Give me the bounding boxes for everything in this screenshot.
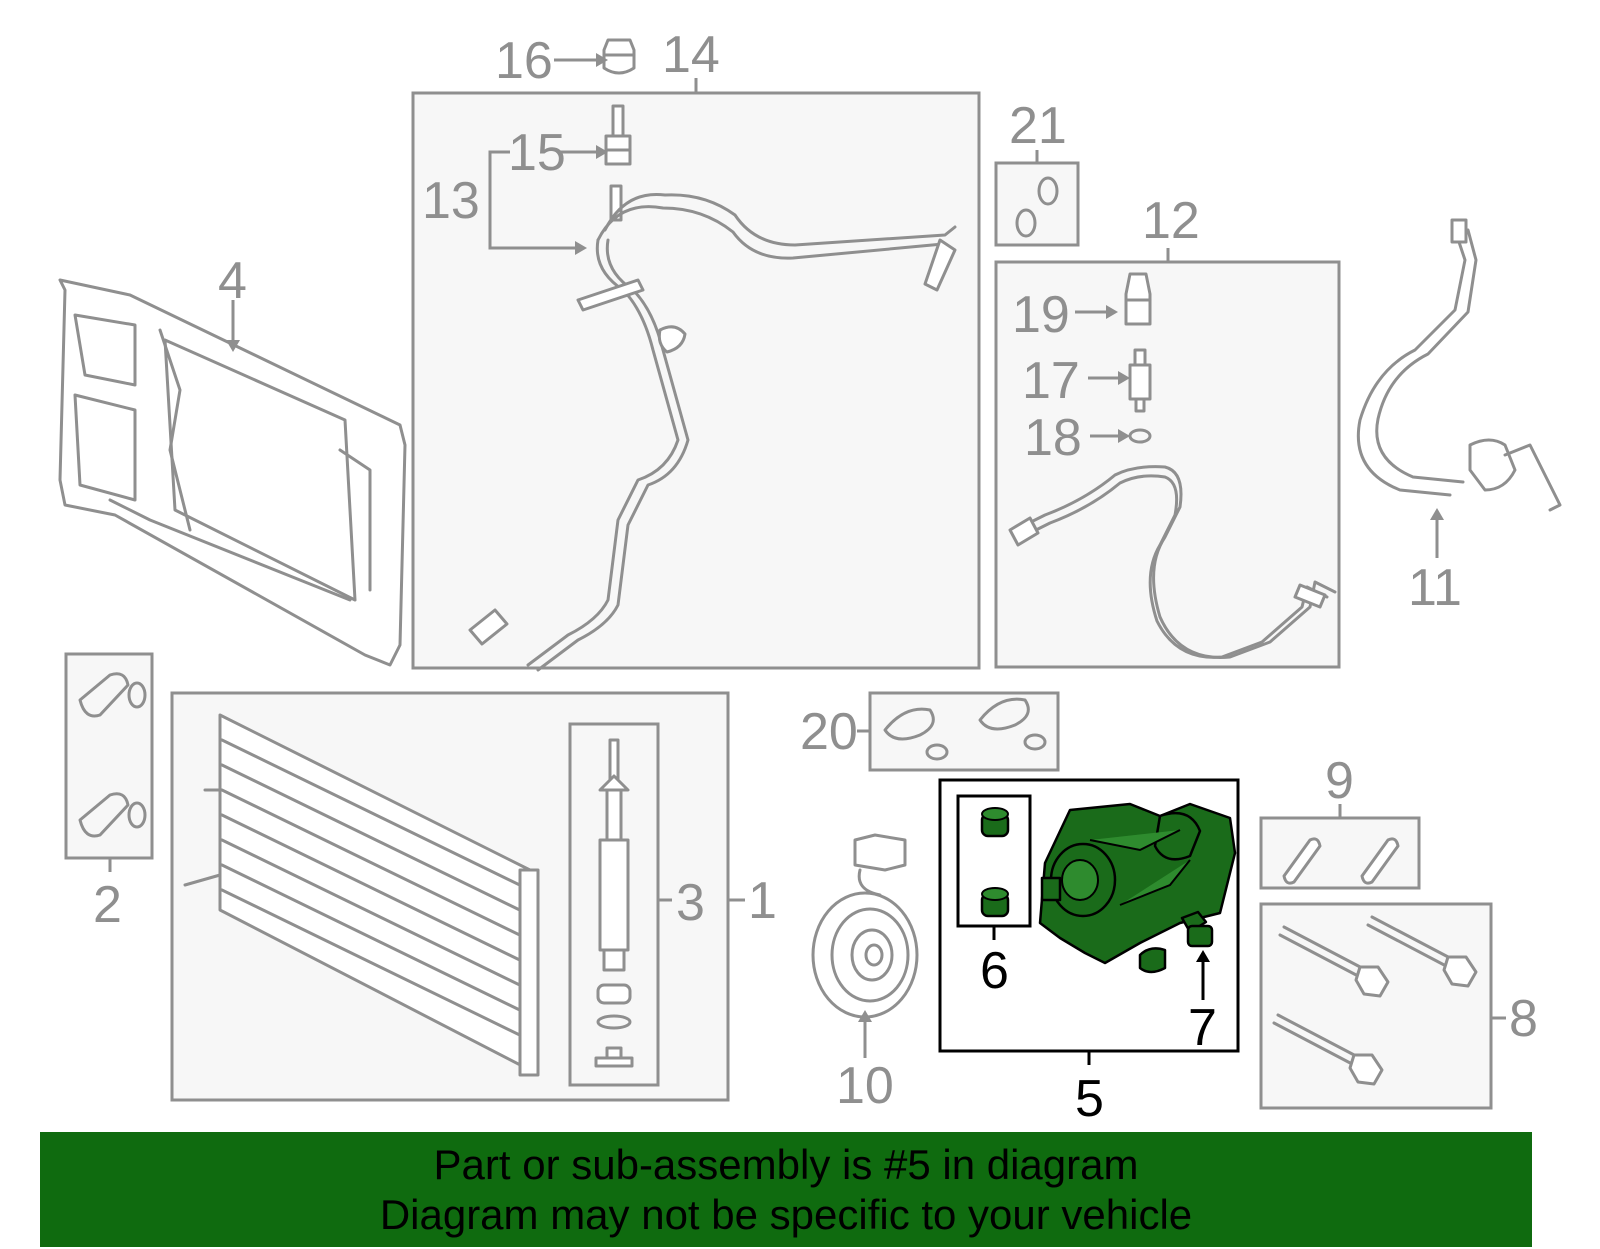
part-11-hose[interactable] (1356, 218, 1562, 512)
part-3-drier[interactable] (594, 738, 634, 1068)
part-20-gasket[interactable] (883, 707, 935, 741)
part-4-radiator-support[interactable] (58, 278, 407, 667)
callout-1[interactable]: 1 (748, 872, 777, 930)
part-17-valve[interactable] (1128, 348, 1152, 413)
callout-12[interactable]: 12 (1142, 192, 1200, 250)
notice-line-disclaimer: Diagram may not be specific to your vehi… (379, 1191, 1193, 1238)
part-9-group: 9 (1259, 752, 1421, 890)
callout-3[interactable]: 3 (676, 874, 705, 932)
part-21-o-ring[interactable] (1037, 176, 1059, 206)
callout-13[interactable]: 13 (422, 172, 480, 230)
part-12-hose[interactable] (1008, 465, 1337, 659)
callout-5[interactable]: 5 (1075, 1070, 1104, 1128)
part-8-group: 8 (1259, 902, 1538, 1110)
part-2-gasket[interactable] (78, 672, 130, 718)
callout-14[interactable]: 14 (662, 26, 720, 84)
part-2-group: 2 (64, 652, 154, 934)
part-12-group: 12 19 17 18 (994, 192, 1341, 669)
callout-20[interactable]: 20 (800, 703, 858, 761)
part-20-o-ring[interactable] (1023, 733, 1047, 751)
part-20-group: 20 (800, 691, 1060, 772)
callout-6[interactable]: 6 (980, 942, 1009, 1000)
callout-4[interactable]: 4 (218, 252, 247, 310)
part-10-clutch[interactable] (811, 833, 919, 1019)
part-5-compressor[interactable] (1038, 802, 1237, 974)
callout-17[interactable]: 17 (1022, 352, 1080, 410)
callout-15[interactable]: 15 (508, 124, 566, 182)
callout-18[interactable]: 18 (1024, 409, 1082, 467)
callout-19[interactable]: 19 (1012, 286, 1070, 344)
part-2-gasket[interactable] (78, 792, 130, 838)
notice-line-part: Part or sub-assembly is #5 in diagram (433, 1141, 1139, 1188)
part-1-condenser[interactable] (183, 713, 540, 1077)
callout-9[interactable]: 9 (1325, 752, 1354, 810)
part-21-o-ring[interactable] (1015, 208, 1037, 238)
part-8-bolt[interactable] (1272, 1013, 1384, 1086)
part-20-gasket[interactable] (978, 697, 1030, 731)
part-15-valve[interactable] (604, 104, 632, 166)
callout-7[interactable]: 7 (1188, 999, 1217, 1057)
part-7-valve[interactable] (1180, 910, 1214, 948)
part-20-box (868, 691, 1060, 772)
callout-2[interactable]: 2 (93, 876, 122, 934)
part-1-condenser-group: 1 3 (170, 691, 777, 1102)
part-2-o-ring[interactable] (127, 681, 147, 709)
part-20-o-ring[interactable] (925, 743, 949, 761)
part-8-bolt[interactable] (1366, 915, 1478, 988)
part-21-box (994, 161, 1080, 247)
part-19-switch[interactable] (1124, 272, 1152, 326)
part-2-o-ring[interactable] (127, 801, 147, 829)
part-14-box (411, 91, 981, 670)
part-18-o-ring[interactable] (1128, 428, 1152, 444)
callout-16[interactable]: 16 (495, 32, 553, 90)
part-6-dowel[interactable] (980, 887, 1010, 918)
part-5-compressor-group: 5 6 7 (938, 778, 1240, 1128)
diagram-notice-banner: Part or sub-assembly is #5 in diagram Di… (40, 1132, 1532, 1247)
part-9-pin[interactable] (1282, 837, 1322, 885)
part-21-group: 21 (994, 97, 1080, 247)
part-6-dowel[interactable] (980, 807, 1010, 838)
part-9-pin[interactable] (1360, 837, 1400, 885)
part-12-box (994, 260, 1341, 669)
callout-10[interactable]: 10 (836, 1057, 894, 1115)
callout-8[interactable]: 8 (1509, 990, 1538, 1048)
part-13-hose-line[interactable] (468, 184, 957, 672)
callout-21[interactable]: 21 (1009, 97, 1067, 155)
part-14-line-assembly-group: 14 16 15 13 (411, 26, 981, 672)
callout-11[interactable]: 11 (1408, 559, 1462, 617)
part-8-bolt[interactable] (1278, 925, 1390, 998)
part-16-cap[interactable] (602, 38, 636, 75)
